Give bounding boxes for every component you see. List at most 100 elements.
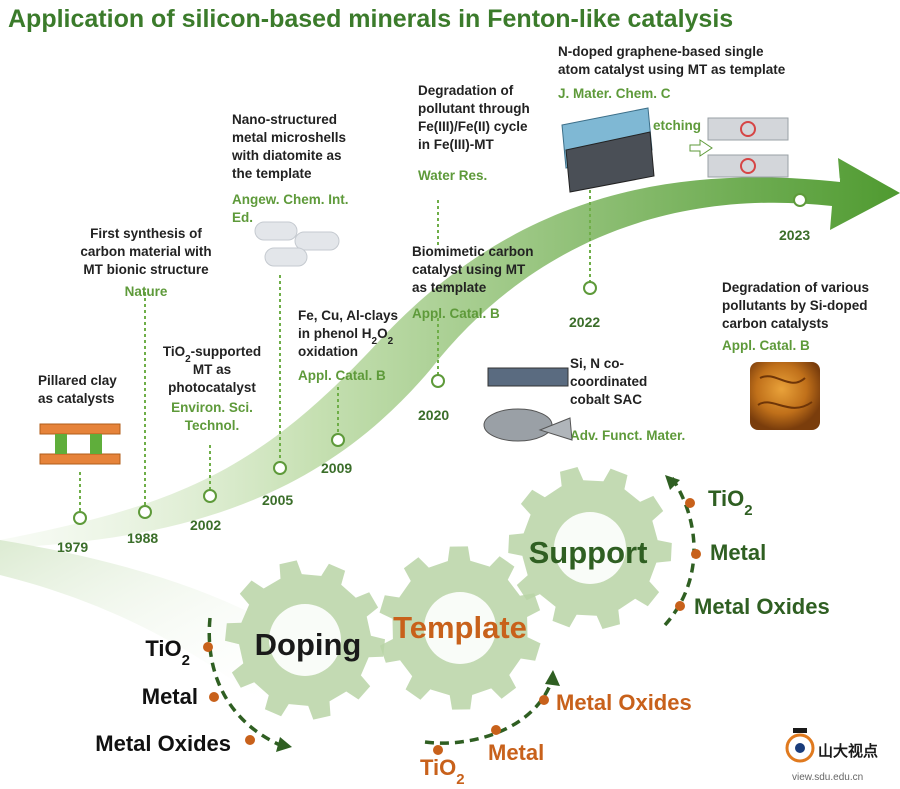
milestone-citation: Appl. Catal. B — [412, 306, 500, 321]
milestone-desc-line: oxidation — [298, 344, 358, 359]
milestone-year: 2020 — [418, 407, 449, 423]
gear-template: Template — [379, 546, 541, 710]
milestone-desc-line: catalyst using MT — [412, 262, 526, 277]
support-curve-arrowhead — [665, 475, 680, 490]
milestone-desc-line: the template — [232, 166, 312, 181]
milestone-citation: Angew. Chem. Int. — [232, 192, 349, 207]
milestone-0: 1979 Pillared clay as catalysts — [38, 373, 117, 555]
milestone-dot — [73, 511, 87, 525]
gear-item-bullet — [245, 735, 255, 745]
doped-carbon-image — [750, 362, 820, 430]
sdu-view-logo: 山大视点 view.sdu.edu.cn — [785, 728, 878, 783]
milestone-desc-line: as catalysts — [38, 391, 115, 406]
milestone-citation: Ed. — [232, 210, 253, 225]
milestone-desc-line: as template — [412, 280, 487, 295]
gear-label: Template — [393, 610, 527, 645]
milestone-citation: J. Mater. Chem. C — [558, 86, 671, 101]
milestone-desc-line: metal microshells — [232, 130, 346, 145]
milestone-citation: Appl. Catal. B — [722, 338, 810, 353]
milestone-citation: Adv. Funct. Mater. — [570, 428, 685, 443]
milestone-year: 2022 — [569, 314, 600, 330]
milestone-desc-line: Biomimetic carbon — [412, 244, 534, 259]
milestone-desc-line: carbon material with — [80, 244, 211, 259]
milestone-desc-line: First synthesis of — [90, 226, 202, 241]
gear-label: Doping — [255, 627, 362, 662]
milestone-desc-line: carbon catalysts — [722, 316, 829, 331]
milestone-desc-line: with diatomite as — [231, 148, 342, 163]
milestone-desc-line: Degradation of — [418, 83, 514, 98]
milestone-desc-line: N-doped graphene-based single — [558, 44, 764, 59]
milestone-desc-line: coordinated — [570, 374, 647, 389]
milestone-desc-line: in Fe(III)-MT — [418, 137, 494, 152]
gear-item: Metal Oxides — [694, 594, 830, 619]
page-title: Application of silicon-based minerals in… — [8, 5, 733, 33]
gear-doping: Doping — [225, 560, 385, 720]
etching-label: etching — [653, 118, 701, 133]
gear-item-bullet — [433, 745, 443, 755]
cobalt-sac-image — [483, 367, 573, 442]
milestone-dot — [793, 193, 807, 207]
milestone-desc-line: Fe, Cu, Al-clays — [298, 308, 398, 323]
milestone-dot — [431, 374, 445, 388]
milestone-4: 2009 Fe, Cu, Al-clays in phenol H2O2oxidat… — [298, 308, 398, 476]
milestone-desc-line: MT as — [193, 362, 231, 377]
logo-text: 山大视点 — [818, 742, 878, 760]
doping-curve-arrowhead — [276, 737, 292, 752]
gear-item: Metal Oxides — [95, 731, 231, 756]
milestone-year: 2002 — [190, 517, 221, 533]
milestone-desc-line: pollutant through — [418, 101, 530, 116]
milestone-citation: Technol. — [185, 418, 240, 433]
milestone-year: 2023 — [779, 227, 810, 243]
milestone-3: 2005 Nano-structured metal microshells with… — [231, 112, 349, 508]
milestone-desc-line: Fe(III)/Fe(II) cycle — [418, 119, 528, 134]
gear-item-bullet — [491, 725, 501, 735]
milestone-dot — [203, 489, 217, 503]
milestone-desc-line: atom catalyst using MT as template — [558, 62, 786, 77]
milestone-desc-line: Nano-structured — [232, 112, 337, 127]
gear-support: Support — [508, 467, 672, 629]
timeline-arrow-edge — [0, 172, 841, 522]
gear-item-bullet — [691, 549, 701, 559]
gear-item-bullet — [675, 601, 685, 611]
gear-item: TiO2 — [420, 755, 465, 788]
graphene-sheets-image — [561, 107, 789, 193]
doping-curve-arrow — [207, 617, 281, 747]
milestone-dot — [331, 433, 345, 447]
milestone-desc-line: photocatalyst — [168, 380, 256, 395]
gear-hole — [269, 604, 341, 676]
gear-item-bullet — [539, 695, 549, 705]
milestone-citation: Environ. Sci. — [171, 400, 253, 415]
gear-item-bullet — [209, 692, 219, 702]
milestone-citation: Water Res. — [418, 168, 487, 183]
gear-item-bullet — [203, 642, 213, 652]
milestone-year: 1979 — [57, 539, 88, 555]
milestone-year: 2009 — [321, 460, 352, 476]
milestone-desc-line: in phenol H2O2 — [298, 326, 394, 347]
milestone-dot — [138, 505, 152, 519]
gear-hole — [424, 592, 496, 664]
milestone-dot — [273, 461, 287, 475]
milestone-citation: Appl. Catal. B — [298, 368, 386, 383]
milestone-year: 2005 — [262, 492, 293, 508]
milestone-5: 2020 Biomimetic carbon catalyst using MT as… — [412, 244, 534, 423]
arrow-shadow — [0, 540, 300, 700]
milestone-desc-line: MT bionic structure — [83, 262, 209, 277]
pillared-clay-image — [39, 423, 121, 465]
logo-url: view.sdu.edu.cn — [792, 772, 863, 783]
gear-item: Metal — [142, 684, 198, 709]
milestone-8: N-doped graphene-based single atom cataly… — [558, 44, 786, 101]
milestone-desc-line: Pillared clay — [38, 373, 117, 388]
milestone-desc-line: Si, N co- — [570, 356, 624, 371]
milestone-desc-line: pollutants by Si-doped — [722, 298, 868, 313]
diatomite-shells-image — [254, 221, 340, 267]
milestone-citation: Nature — [125, 284, 168, 299]
